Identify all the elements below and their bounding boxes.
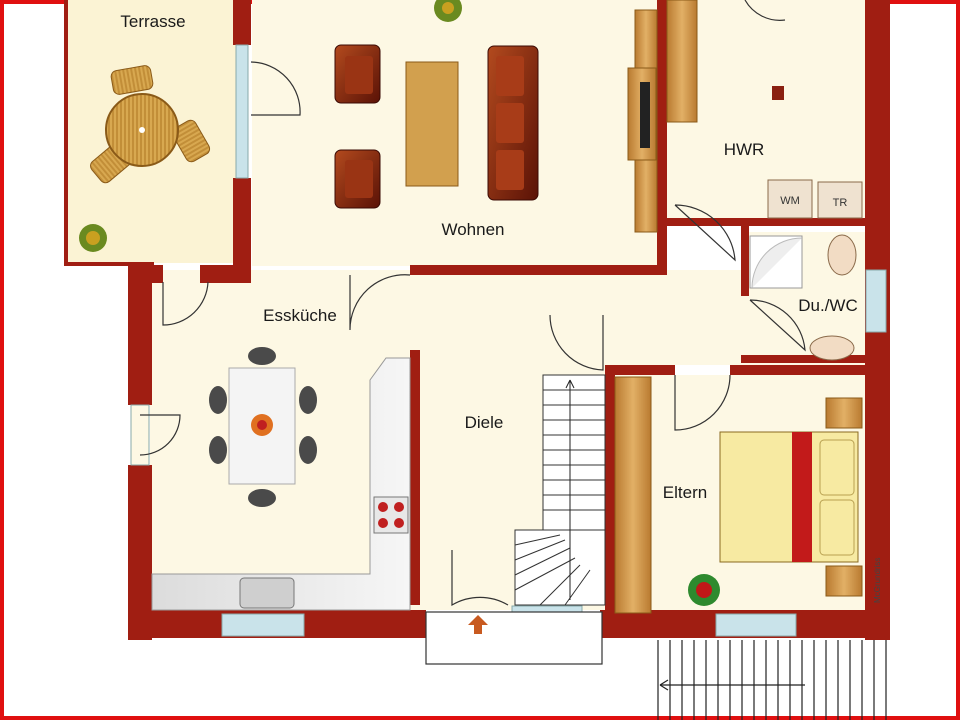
room-label-eltern: Eltern xyxy=(663,483,707,502)
sink-icon xyxy=(239,577,295,609)
bathroom-fixtures xyxy=(749,234,857,361)
kitchen-counter xyxy=(151,357,411,611)
utility-room-fixtures xyxy=(666,0,784,123)
room-label-esskueche: Essküche xyxy=(263,306,337,325)
credit-text: McGrundriss xyxy=(873,558,882,603)
doors xyxy=(139,0,806,607)
living-room-furniture xyxy=(334,9,658,233)
room-label-diele: Diele xyxy=(465,413,504,432)
windows xyxy=(130,44,887,637)
washing-machine: WM xyxy=(767,179,813,219)
room-label-du-wc: Du./WC xyxy=(798,296,858,315)
outdoor-stairs xyxy=(657,640,887,720)
arrow-up-icon xyxy=(468,615,488,634)
room-label-wohnen: Wohnen xyxy=(441,220,504,239)
room-label-terrasse: Terrasse xyxy=(120,12,185,31)
plant-icon xyxy=(79,0,720,606)
bedroom-furniture xyxy=(614,376,863,614)
stove-icon xyxy=(373,496,409,534)
sink-icon xyxy=(809,335,855,361)
terrace-round-table xyxy=(90,65,211,184)
dryer: TR xyxy=(817,181,863,219)
room-label-hwr: HWR xyxy=(724,140,765,159)
washing-machine-label: WM xyxy=(780,195,800,207)
entrance-step xyxy=(425,611,603,665)
indoor-staircase xyxy=(514,374,606,606)
dining-table-set xyxy=(209,347,317,507)
dryer-label: TR xyxy=(833,197,848,209)
